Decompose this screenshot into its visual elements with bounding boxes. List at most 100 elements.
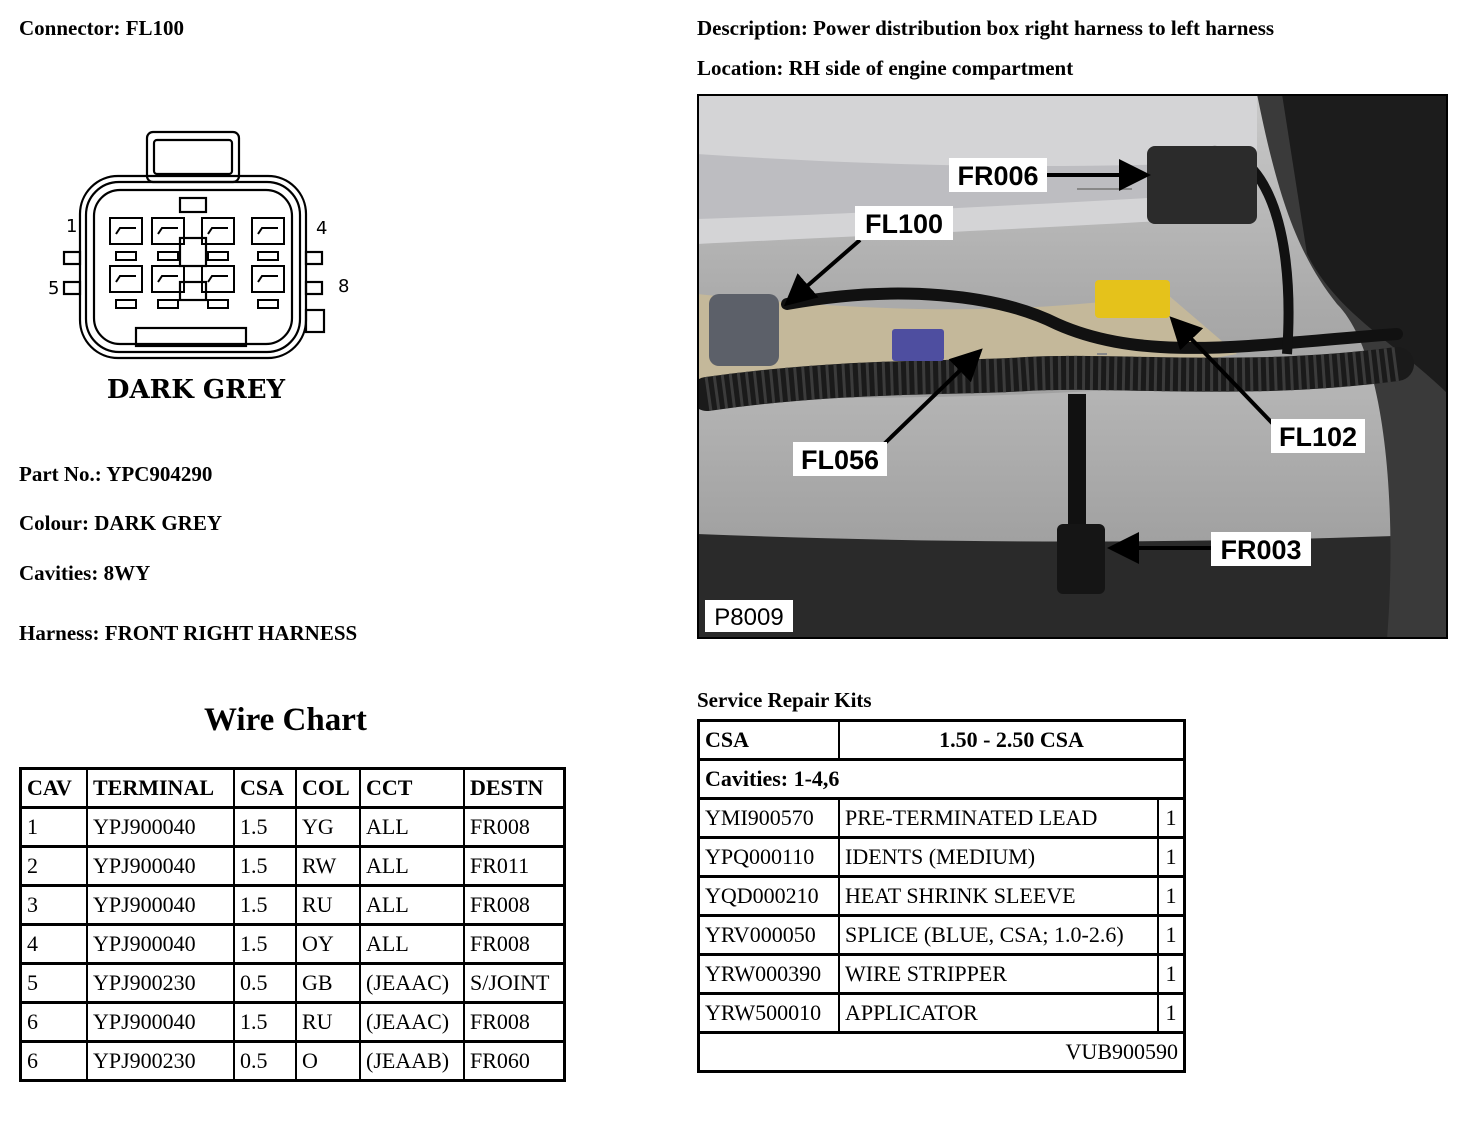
list-item: YPQ000110 IDENTS (MEDIUM) 1 [697,836,1186,878]
service-kits-title: Service Repair Kits [697,688,872,712]
cell-col: YG [295,806,361,848]
cell-col: OY [295,923,361,965]
cell-destn: FR011 [463,845,566,887]
cell-destn: FR008 [463,806,566,848]
table-row: 1 YPJ900040 1.5 YG ALL FR008 [19,806,566,848]
kit-quantity: 1 [1157,836,1186,878]
list-item: YRW000390 WIRE STRIPPER 1 [697,953,1186,995]
header-cav: CAV [19,767,88,809]
callout-fl102: FL102 [1279,422,1357,452]
cell-cct: (JEAAC) [359,1001,465,1043]
cell-csa: 1.5 [233,806,297,848]
cell-col: RU [295,1001,361,1043]
csa-label: CSA [697,719,840,761]
cell-cav: 4 [19,923,88,965]
csa-row: CSA 1.50 - 2.50 CSA [697,719,1186,761]
cell-cct: ALL [359,884,465,926]
pin-label-5: 5 [48,278,59,299]
service-kits-table: CSA 1.50 - 2.50 CSA Cavities: 1-4,6 YMI9… [697,719,1186,1073]
kit-part-number: YRW500010 [697,992,840,1034]
cell-destn: FR008 [463,1001,566,1043]
kit-part-number: YPQ000110 [697,836,840,878]
cell-cav: 1 [19,806,88,848]
cell-csa: 0.5 [233,1040,297,1082]
cell-cav: 6 [19,1001,88,1043]
cell-cct: ALL [359,845,465,887]
cell-destn: FR008 [463,884,566,926]
list-item: YRW500010 APPLICATOR 1 [697,992,1186,1034]
description-heading: Description: Power distribution box righ… [697,16,1275,40]
callout-fl100: FL100 [865,209,943,239]
csa-value: 1.50 - 2.50 CSA [838,719,1186,761]
kit-part-number: YQD000210 [697,875,840,917]
pin-label-4: 4 [316,218,327,239]
callout-fr006: FR006 [957,161,1038,191]
callout-fl056: FL056 [801,445,879,475]
table-row: 3 YPJ900040 1.5 RU ALL FR008 [19,884,566,926]
kit-quantity: 1 [1157,914,1186,956]
cell-cav: 5 [19,962,88,1004]
cell-destn: FR060 [463,1040,566,1082]
location-heading: Location: RH side of engine compartment [697,56,1074,80]
cell-cct: ALL [359,806,465,848]
list-item: YRV000050 SPLICE (BLUE, CSA; 1.0-2.6) 1 [697,914,1186,956]
cell-cav: 2 [19,845,88,887]
header-destn: DESTN [463,767,566,809]
kit-part-number: YRW000390 [697,953,840,995]
list-item: YQD000210 HEAT SHRINK SLEEVE 1 [697,875,1186,917]
part-number: Part No.: YPC904290 [19,462,213,486]
table-row: 6 YPJ900230 0.5 O (JEAAB) FR060 [19,1040,566,1082]
cell-terminal: YPJ900040 [86,923,235,965]
pin-label-1: 1 [66,216,77,237]
kit-quantity: 1 [1157,992,1186,1034]
cell-cav: 3 [19,884,88,926]
cell-cct: (JEAAC) [359,962,465,1004]
cell-destn: S/JOINT [463,962,566,1004]
photo-code: P8009 [714,604,783,631]
kit-description: PRE-TERMINATED LEAD [838,797,1159,839]
cell-cct: ALL [359,923,465,965]
callout-fr003: FR003 [1220,535,1301,565]
kit-description: WIRE STRIPPER [838,953,1159,995]
wire-chart-header-row: CAV TERMINAL CSA COL CCT DESTN [19,767,566,809]
kit-description: APPLICATOR [838,992,1159,1034]
cell-terminal: YPJ900230 [86,962,235,1004]
cell-csa: 1.5 [233,923,297,965]
kit-description: IDENTS (MEDIUM) [838,836,1159,878]
cell-cct: (JEAAB) [359,1040,465,1082]
cell-csa: 1.5 [233,845,297,887]
cell-cav: 6 [19,1040,88,1082]
cell-terminal: YPJ900040 [86,845,235,887]
kit-description: HEAT SHRINK SLEEVE [838,875,1159,917]
cell-terminal: YPJ900040 [86,884,235,926]
cell-terminal: YPJ900040 [86,806,235,848]
header-terminal: TERMINAL [86,767,235,809]
cell-destn: FR008 [463,923,566,965]
table-row: 4 YPJ900040 1.5 OY ALL FR008 [19,923,566,965]
kit-number: VUB900590 [697,1031,1186,1073]
cell-terminal: YPJ900040 [86,1001,235,1043]
cell-col: GB [295,962,361,1004]
cell-csa: 0.5 [233,962,297,1004]
table-row: 5 YPJ900230 0.5 GB (JEAAC) S/JOINT [19,962,566,1004]
list-item: YMI900570 PRE-TERMINATED LEAD 1 [697,797,1186,839]
connector-heading: Connector: FL100 [19,16,185,40]
wire-chart-table: CAV TERMINAL CSA COL CCT DESTN 1 YPJ9000… [19,767,566,1082]
cell-col: RU [295,884,361,926]
header-cct: CCT [359,767,465,809]
kit-part-number: YRV000050 [697,914,840,956]
header-col: COL [295,767,361,809]
cell-col: O [295,1040,361,1082]
connector-colour-label: DARK GREY [107,375,286,405]
kit-cavities: Cavities: 1-4,6 [697,758,1186,800]
connector-face-diagram: 1 4 5 8 DARK GREY [48,130,349,405]
cavities: Cavities: 8WY [19,561,151,585]
kit-quantity: 1 [1157,797,1186,839]
header-csa: CSA [233,767,297,809]
cell-terminal: YPJ900230 [86,1040,235,1082]
kit-quantity: 1 [1157,953,1186,995]
pin-label-8: 8 [338,276,349,297]
colour: Colour: DARK GREY [19,511,222,535]
cavities-row: Cavities: 1-4,6 [697,758,1186,800]
cell-col: RW [295,845,361,887]
